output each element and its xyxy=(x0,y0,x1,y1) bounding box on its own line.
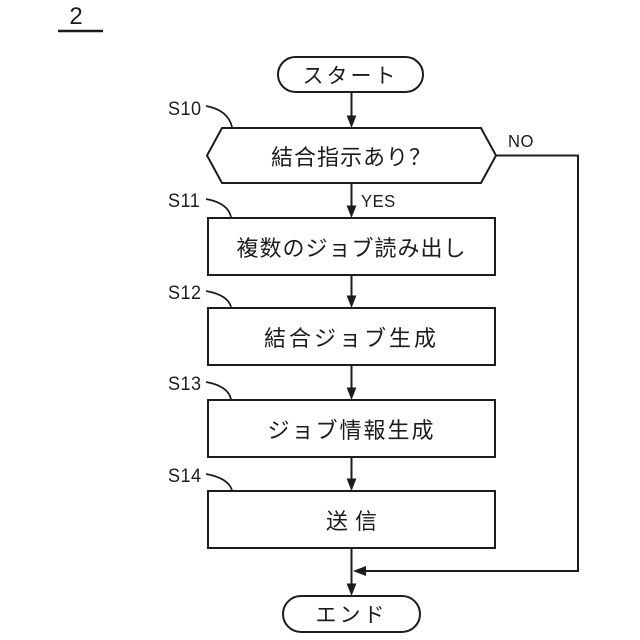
arrowhead-into-decision xyxy=(346,115,357,128)
step-label-s11: 複数のジョブ読み出し xyxy=(236,235,467,261)
no-branch-label: NO xyxy=(508,130,534,151)
arrowhead-no-merge xyxy=(353,566,366,576)
arrowhead-into-s11 xyxy=(346,205,357,218)
connector-no-branch xyxy=(366,154,579,572)
arrowhead-into-end xyxy=(346,583,357,596)
step-label-s13: ジョブ情報生成 xyxy=(267,417,436,443)
leader-s12 xyxy=(205,290,232,308)
yes-branch-label: YES xyxy=(361,190,396,211)
end-label: エンド xyxy=(315,604,388,627)
start-label: スタート xyxy=(302,64,399,88)
step-id-s10: S10 xyxy=(168,99,202,120)
step-id-s12: S12 xyxy=(168,283,202,304)
decision-label: 結合指示あり？ xyxy=(270,144,432,170)
arrowhead-into-s14 xyxy=(346,478,357,491)
leader-s14 xyxy=(205,473,233,491)
leader-s10 xyxy=(205,105,233,128)
step-id-s14: S14 xyxy=(168,466,202,487)
leader-s13 xyxy=(205,381,232,400)
leader-s11 xyxy=(205,198,232,218)
arrowhead-into-s13 xyxy=(346,387,357,400)
step-id-s11: S11 xyxy=(168,191,201,212)
figure-number: 2 xyxy=(69,2,83,30)
decision-hexagon xyxy=(205,127,498,184)
step-id-s13: S13 xyxy=(168,374,202,395)
step-label-s14: 送信 xyxy=(325,508,384,534)
arrowhead-into-s12 xyxy=(346,295,357,308)
step-label-s12: 結合ジョブ生成 xyxy=(263,325,439,351)
